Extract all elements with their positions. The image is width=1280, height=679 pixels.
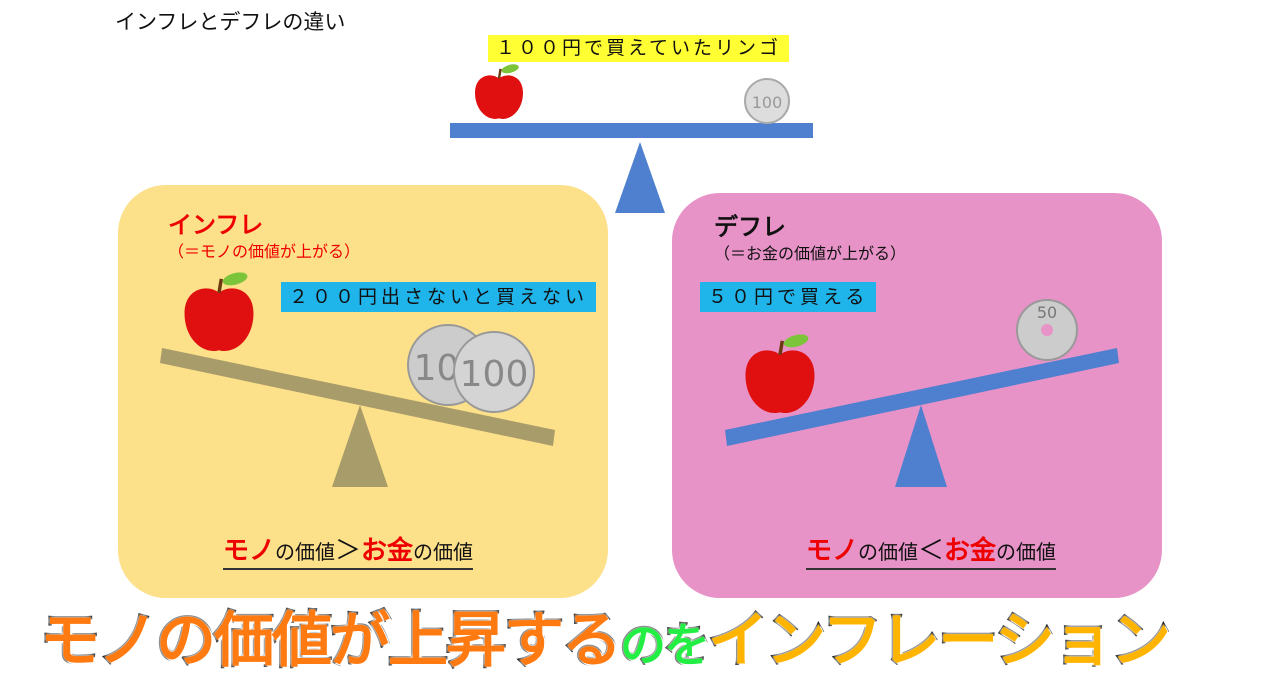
caption-part: インフレーション: [707, 605, 1173, 678]
coin-value: 100: [460, 354, 529, 395]
deflation-heading: デフレ: [714, 213, 786, 241]
deflation-label: ５０円で買える: [700, 282, 877, 312]
comparison-text: の価値: [275, 540, 336, 564]
inflation-label: ２００円出さないと買えない: [281, 282, 597, 312]
comparison-text: の価値: [858, 540, 919, 564]
page-title: インフレとデフレの違い: [115, 10, 346, 34]
inflation-beam: [160, 348, 555, 446]
comparison-goods: モノ: [223, 536, 276, 566]
coin-value: 100: [752, 93, 783, 112]
deflation-fulcrum: [895, 405, 947, 487]
top-beam: [450, 123, 813, 138]
video-caption: モノの価値が上昇するのをインフレーション: [39, 592, 1173, 679]
apple-icon: [743, 330, 817, 415]
comparison-operator: ＜: [918, 536, 945, 566]
comparison-goods: モノ: [806, 536, 859, 566]
comparison-operator: ＞: [335, 536, 362, 566]
deflation-beam: [725, 348, 1119, 446]
top-label: １００円で買えていたリンゴ: [488, 35, 790, 62]
inflation-subheading: （＝モノの価値が上がる）: [168, 242, 361, 261]
inflation-comparison: モノの価値＞お金の価値: [223, 530, 474, 570]
top-fulcrum: [615, 142, 665, 213]
coin-value: 50: [1037, 303, 1057, 322]
inflation-fulcrum: [332, 405, 388, 487]
apple-icon: [182, 268, 256, 353]
deflation-comparison: モノの価値＜お金の価値: [806, 530, 1057, 570]
inflation-heading: インフレ: [168, 211, 264, 239]
coin-icon: [744, 78, 790, 124]
coin-hole: [1041, 324, 1053, 336]
comparison-text: の価値: [413, 540, 474, 564]
comparison-text: の価値: [996, 540, 1057, 564]
caption-part: のを: [619, 617, 712, 674]
comparison-money: お金: [361, 536, 414, 566]
apple-icon: [473, 61, 525, 121]
deflation-subheading: （＝お金の価値が上がる）: [714, 244, 907, 263]
caption-part: モノの価値が上昇する: [39, 605, 624, 678]
comparison-money: お金: [944, 536, 997, 566]
coin-icon: [453, 331, 535, 413]
